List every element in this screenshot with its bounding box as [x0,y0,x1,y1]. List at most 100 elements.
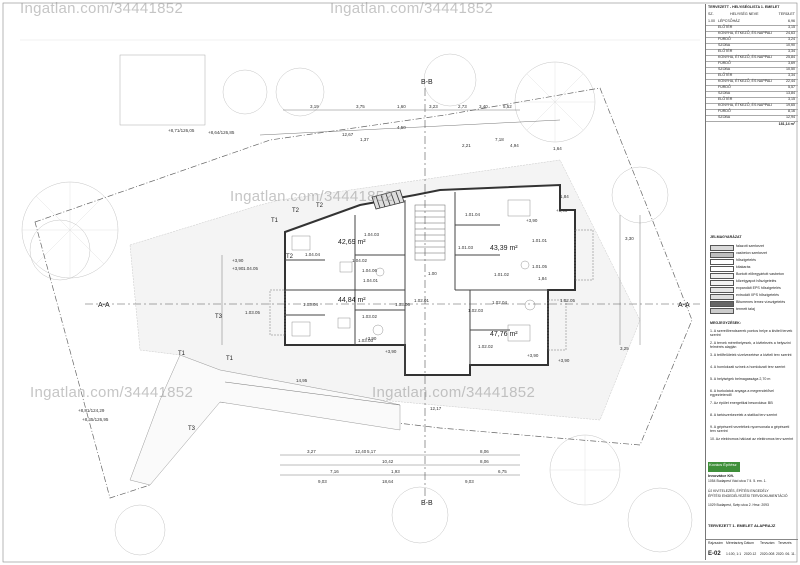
t-mark: T3 [215,314,223,320]
legend-swatch [710,280,734,286]
dimension-value: 8,06 [480,449,489,454]
legend-label: termett talaj [736,307,755,311]
room-code: 1.02.02 [478,344,494,349]
project-line: ÚJ KIVITELEZÉS, ÉPÍTÉSI ENGEDÉLY [708,489,769,493]
room-schedule-cell: 12,94 [786,115,795,119]
level-mark: +3,90 [527,353,539,358]
room-code: 1.02.03 [468,308,484,313]
driveway [129,354,401,486]
room-total: 181,14 m² [778,122,795,126]
dimension-value: 9,03 [465,479,474,484]
watermark: Ingatlan.com/34441852 [20,0,184,17]
dimension-value: 4,50 [397,125,406,130]
room-schedule-cell: 3,24 [788,37,795,41]
room-schedule-cell: SZOBA [718,43,731,47]
dimension-value: 7,16 [330,469,339,474]
room-code: 1.02.01 [414,298,430,303]
t-mark: T1 [271,218,279,224]
level-mark: +3,90 [385,349,397,354]
level-mark: +3,90 [526,218,538,223]
room-code: 1.01.02 [494,272,510,277]
dimension-value: 2,21 [462,143,471,148]
legend-label: expandált EPS hőszigetelés [736,286,781,290]
legend-item: falazott szerkezet [710,244,798,251]
apartment-area: 47,76 m² [490,331,518,338]
room-schedule-cell: ELŐTÉR [718,97,733,101]
room-code: 1.04.01 [363,278,379,283]
room-schedule-cell: ELŐTÉR [718,73,733,77]
legend-swatch [710,294,734,300]
legend-swatch [710,273,734,279]
dimension-value: 3,40 [479,104,488,109]
legend-swatch [710,308,734,314]
legend-swatch [710,266,734,272]
client-name: Innovátor Kft. [708,473,734,478]
dimension-value: 5,52 [503,104,512,109]
room-schedule-cell: 3,34 [788,49,795,53]
room-schedule-row: FÜRDŐ 3,69 [706,61,798,68]
dimension-value: 14,95 [296,378,308,383]
dimension-value: 6,75 [498,469,507,474]
level-mark: +3,90 [558,358,570,363]
room-schedule-cell: 24,63 [786,31,795,35]
note-item: 6. A burkolatok anyaga a megrendelővel e… [710,389,774,397]
dimension-value: 12,40 [355,449,367,454]
apartment-area: 42,69 m² [338,239,366,246]
legend-swatch [710,259,734,265]
section-label-left: A-A [98,302,110,309]
room-code: 1.02.05 [560,298,576,303]
t-mark: T2 [292,208,300,214]
legend-label: kitakarás [736,265,751,269]
legend-item: kőzetgyapot hőszigetelés [710,279,798,286]
level-mark: +3,90 [232,266,244,271]
dimension-value: 2,73 [458,104,467,109]
room-code: 1.01.01 [532,238,548,243]
dimension-value: 3,25 [620,346,629,351]
sheet-date: 2020.12 [744,552,757,556]
room-schedule-cell: 19,65 [786,103,795,107]
room-schedule-cell: LÉPCSŐHÁZ [718,19,740,23]
dimension-value: 3,30 [625,236,634,241]
dimension-value: 8,06 [480,459,489,464]
project-location: 1029 Budapest, Szép utca 2. Hrsz: 2093 [708,503,769,507]
existing-building-outline [119,54,206,126]
room-code: 1.03.02 [362,314,378,319]
room-schedule-cell: SZOBA [718,115,731,119]
footer-label: Rajzszám [708,541,723,545]
level-mark: +3,90 [365,336,377,341]
sheet-number: E-02 [708,551,721,557]
project-line: ÉPÍTÉSI ENGEDÉLYEZÉSI TERVDOKUMENTÁCIÓ [708,494,788,498]
watermark: Ingatlan.com/34441852 [230,188,394,205]
plot-boundary [34,87,693,499]
client-address: 1054 Budapest Váci utca 7 II. 5. em. 1. [708,479,767,483]
room-schedule-cell: FÜRDŐ [718,85,731,89]
legend-item: vasbeton szerkezet [710,251,798,258]
note-item: 3. A tetőfelületek vízelvezetése a kivit… [710,353,792,357]
room-schedule-col: HELYISÉG NEVE [730,12,759,16]
spot-height: +8,64/126,85 [208,130,235,135]
dimension-lines [221,109,641,476]
legend-label: hőszigetelés [736,258,756,262]
t-mark: T2 [316,203,324,209]
legend-item: Bitumenes lemez vízszigetelés [710,300,798,307]
room-schedule-cell: FÜRDŐ [718,61,731,65]
dimension-value: 3,23 [429,104,438,109]
room-code: 1.04.05 [243,266,259,271]
room-schedule-cell: 3,69 [788,61,795,65]
room-schedule-cell: KONYHA, ÉTKEZŐ, ÉS NAPPALI [718,79,773,83]
room-code: 1.00 [428,271,437,276]
legend-label: Bitumenes lemez vízszigetelés [736,300,786,304]
room-schedule-cell: 3,15 [788,25,795,29]
legend-item: kitakarás [710,265,798,272]
note-item: 1. A szerelőrendszerek pontos helye a ki… [710,329,793,337]
